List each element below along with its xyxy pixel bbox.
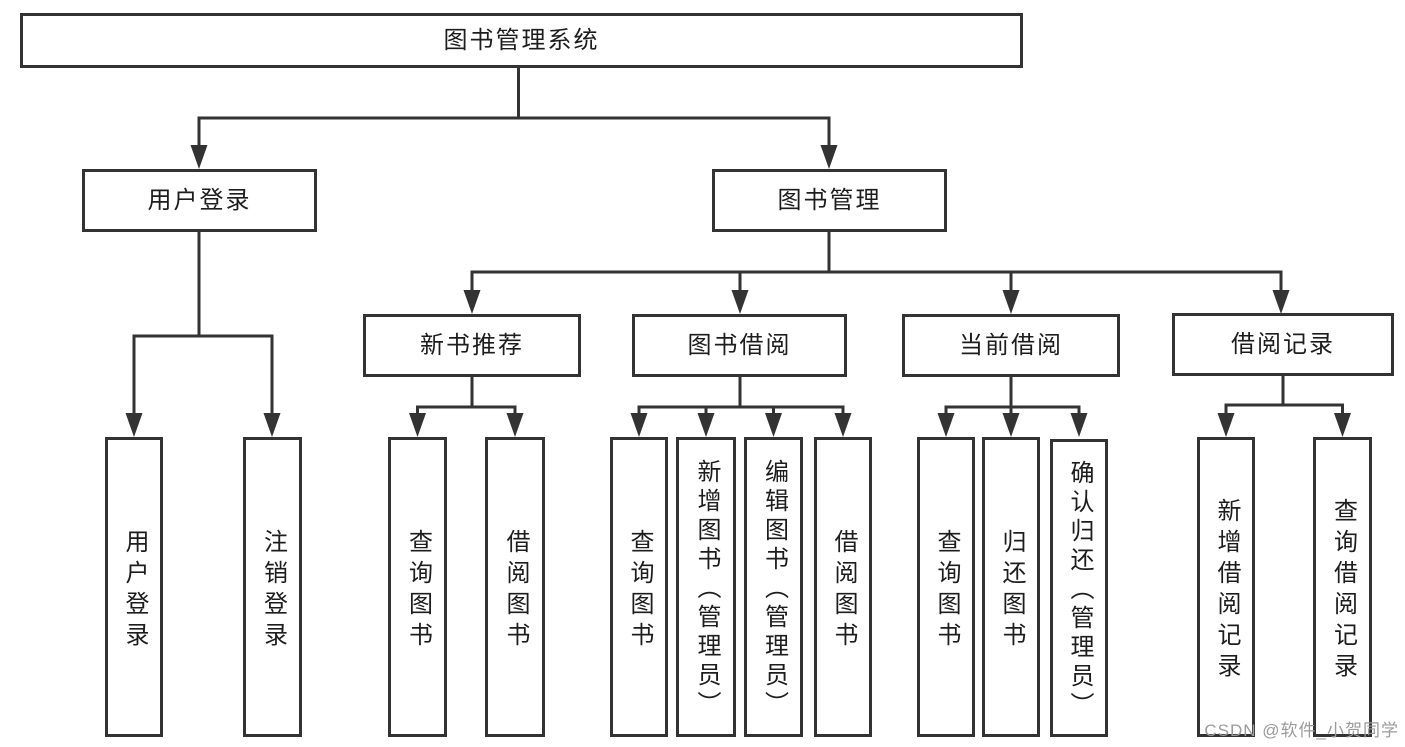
- node-label: 借阅记录: [1231, 330, 1335, 358]
- node-borrow-records: 借阅记录: [1172, 313, 1394, 376]
- node-label: 查询图书: [404, 528, 432, 653]
- node-current-borrow: 当前借阅: [902, 314, 1120, 377]
- leaf-query-borrow-record: 查询借阅记录: [1313, 437, 1372, 737]
- leaf-add-books-admin: 新增图书（管理员）: [676, 437, 736, 737]
- node-label: 用户登录: [147, 186, 252, 214]
- node-label: 图书管理: [777, 186, 882, 214]
- tree-connector-lines: [132, 68, 1344, 418]
- node-label: 图书管理系统: [443, 26, 600, 54]
- node-label: 新增借阅记录: [1213, 497, 1240, 684]
- node-label: 借阅图书: [830, 528, 857, 653]
- node-root: 图书管理系统: [20, 13, 1023, 68]
- leaf-return-books: 归还图书: [982, 437, 1040, 737]
- node-label: 图书借阅: [687, 331, 792, 359]
- node-label: 用户登录: [121, 528, 148, 653]
- arrowheads: [125, 145, 1351, 437]
- node-label: 归还图书: [998, 528, 1025, 653]
- node-label: 编辑图书（管理员）: [760, 459, 788, 720]
- leaf-query-books-borrow: 查询图书: [610, 437, 668, 737]
- node-label: 确认归还（管理员）: [1066, 460, 1093, 721]
- node-label: 新增图书（管理员）: [693, 459, 720, 720]
- watermark: CSDN @软件_小贺同学: [1204, 721, 1399, 740]
- node-label: 新书推荐: [420, 331, 524, 359]
- leaf-confirm-return-admin: 确认归还（管理员）: [1050, 439, 1108, 737]
- node-user-login: 用户登录: [82, 169, 317, 232]
- leaf-query-books-current: 查询图书: [917, 437, 975, 737]
- node-book-borrow: 图书借阅: [632, 314, 847, 377]
- node-label: 借阅图书: [502, 528, 529, 653]
- node-book-management: 图书管理: [712, 169, 947, 232]
- leaf-user-login: 用户登录: [105, 437, 163, 737]
- leaf-borrow-books: 借阅图书: [814, 437, 872, 737]
- node-label: 查询图书: [933, 528, 960, 653]
- leaf-logout: 注销登录: [243, 437, 302, 737]
- node-label: 查询借阅记录: [1329, 497, 1357, 684]
- leaf-edit-books-admin: 编辑图书（管理员）: [744, 437, 803, 737]
- leaf-add-borrow-record: 新增借阅记录: [1197, 437, 1255, 737]
- node-label: 查询图书: [626, 528, 653, 653]
- leaf-borrow-books-recommend: 借阅图书: [485, 437, 545, 737]
- node-new-book-recommend: 新书推荐: [363, 314, 581, 377]
- leaf-query-books-recommend: 查询图书: [388, 437, 447, 737]
- node-label: 当前借阅: [959, 331, 1063, 359]
- node-label: 注销登录: [259, 528, 287, 653]
